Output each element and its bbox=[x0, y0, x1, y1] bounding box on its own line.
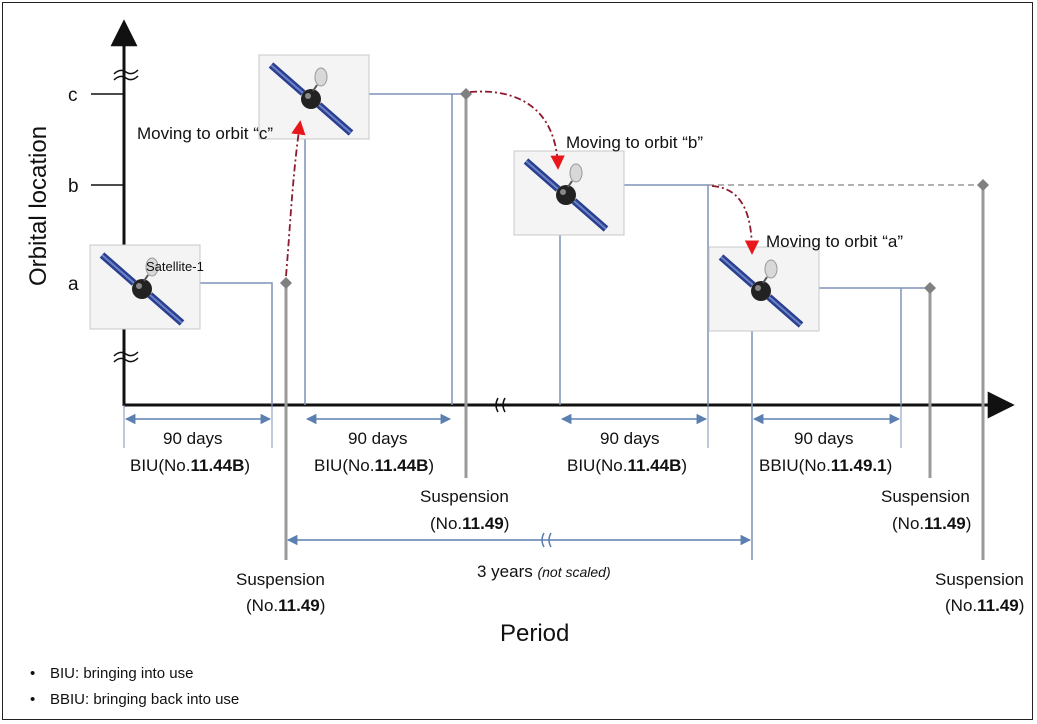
satellite-icon-c bbox=[259, 55, 369, 139]
y-tick-label-a: a bbox=[68, 274, 79, 295]
x-axis-break bbox=[495, 397, 506, 413]
move-label-b: Moving to orbit “b” bbox=[566, 133, 703, 152]
interval-duration-2: 90 days bbox=[348, 429, 408, 448]
suspension-label-2: Suspension bbox=[420, 487, 509, 506]
legend-text-1: BIU: bringing into use bbox=[50, 665, 193, 682]
interval-event-1: BIU(No.11.44B) bbox=[130, 456, 250, 475]
legend-bullet-2: • bbox=[30, 691, 35, 708]
marker-diamond-3 bbox=[924, 282, 936, 294]
suspension-label-1: Suspension bbox=[236, 570, 325, 589]
orbit-b-segment bbox=[559, 184, 709, 405]
satellite-icon-a2 bbox=[709, 247, 819, 331]
x-axis-title: Period bbox=[500, 620, 569, 647]
interval-duration-4: 90 days bbox=[794, 429, 854, 448]
suspension-label-4: Suspension bbox=[935, 570, 1024, 589]
suspension-ref-3: (No.11.49) bbox=[892, 514, 971, 533]
move-label-c: Moving to orbit “c” bbox=[137, 124, 273, 143]
y-axis-break-top bbox=[113, 69, 139, 81]
suspension-ref-1: (No.11.49) bbox=[246, 596, 325, 615]
span-arrow-break bbox=[541, 532, 552, 548]
move-arrow-to-c bbox=[285, 120, 306, 277]
interval-event-2: BIU(No.11.44B) bbox=[314, 456, 434, 475]
marker-diamond-4 bbox=[977, 179, 989, 191]
interval-event-4: BBIU(No.11.49.1) bbox=[759, 456, 892, 475]
satellite-label: Satellite-1 bbox=[146, 259, 204, 274]
span-label: 3 years (not scaled) bbox=[477, 562, 611, 581]
y-tick-label-c: c bbox=[68, 85, 78, 106]
interval-duration-1: 90 days bbox=[163, 429, 223, 448]
y-axis-break-bottom bbox=[113, 351, 139, 363]
suspension-label-3: Suspension bbox=[881, 487, 970, 506]
y-tick-label-b: b bbox=[68, 176, 79, 197]
satellite-icon-a bbox=[90, 245, 200, 329]
satellite-icon-b bbox=[514, 151, 624, 235]
interval-event-3: BIU(No.11.44B) bbox=[567, 456, 687, 475]
move-arrow-to-b bbox=[469, 90, 565, 170]
move-label-a: Moving to orbit “a” bbox=[766, 232, 903, 251]
interval-duration-3: 90 days bbox=[600, 429, 660, 448]
marker-diamond-1 bbox=[280, 277, 292, 289]
marker-diamond-2 bbox=[460, 88, 472, 100]
move-arrow-to-a bbox=[711, 185, 760, 255]
legend-text-2: BBIU: bringing back into use bbox=[50, 691, 239, 708]
suspension-ref-4: (No.11.49) bbox=[945, 596, 1024, 615]
legend-bullet-1: • bbox=[30, 665, 35, 682]
suspension-ref-2: (No.11.49) bbox=[430, 514, 509, 533]
orbit-c-segment bbox=[304, 93, 466, 405]
y-axis-title: Orbital location bbox=[25, 126, 52, 286]
